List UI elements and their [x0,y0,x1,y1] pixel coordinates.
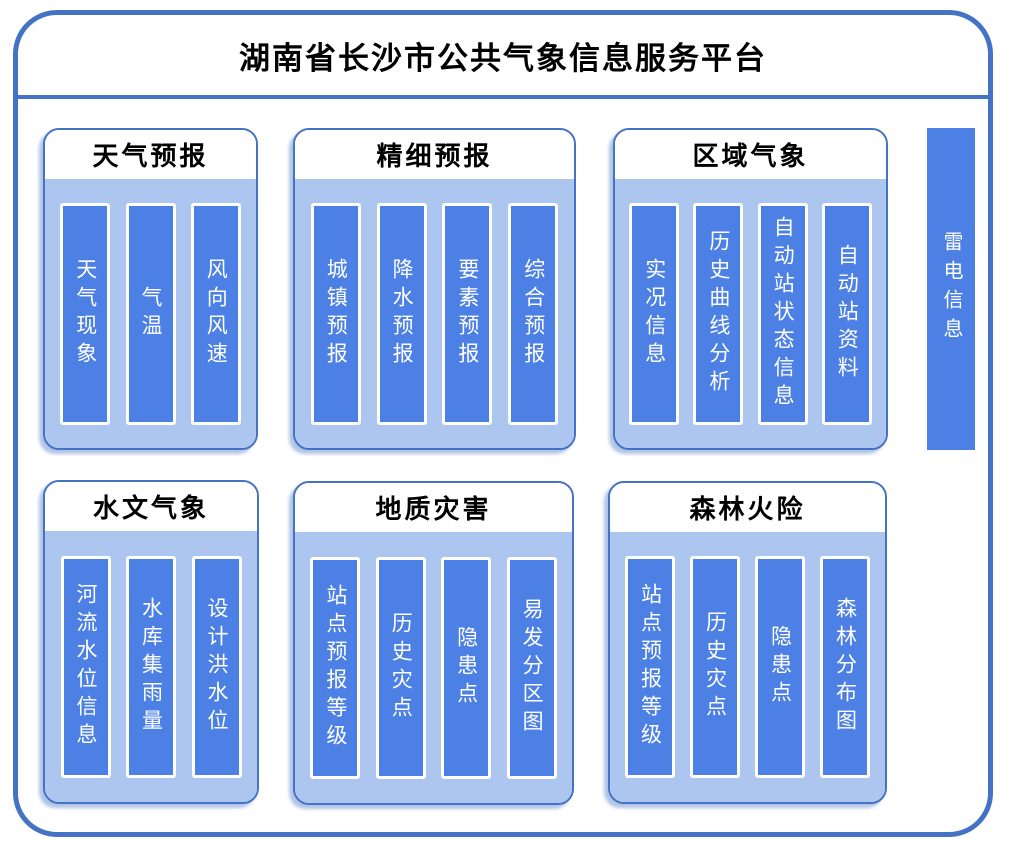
bar-forest-distribution-map-label: 森林分布图 [833,597,857,737]
bar-river-water-level-info-label: 河流水位信息 [74,582,97,751]
bar-live-info-label: 实况信息 [642,257,666,370]
group-regional-weather-title: 区域气象 [615,130,886,179]
group-weather-forecast-title: 天气预报 [45,130,256,179]
group-forest-fire: 森林火险 站点预报等级 历史灾点 隐患点 森林分布图 [608,481,887,804]
group-geo-disaster-title: 地质灾害 [295,483,572,532]
lightning-info-label: 雷电信息 [940,231,962,347]
bar-site-forecast-level-fire: 站点预报等级 [625,556,675,778]
bar-history-curve-analysis: 历史曲线分析 [693,202,744,425]
bar-air-temperature-label: 气温 [139,285,162,342]
bar-wind-direction-speed: 风向风速 [190,202,241,425]
bar-auto-station-data-label: 自动站资料 [835,243,859,384]
bar-design-flood-level: 设计洪水位 [191,555,242,778]
bar-site-forecast-level-label: 站点预报等级 [323,583,347,752]
bar-precipitation-forecast: 降水预报 [376,202,427,425]
bar-weather-phenomena: 天气现象 [60,202,111,425]
group-weather-forecast: 天气预报 天气现象 气温 风向风速 [43,128,258,450]
group-geo-disaster-body: 站点预报等级 历史灾点 隐患点 易发分区图 [295,532,572,803]
bar-live-info: 实况信息 [629,202,680,425]
group-hydro-weather: 水文气象 河流水位信息 水库集雨量 设计洪水位 [43,480,259,804]
bar-reservoir-rainfall: 水库集雨量 [126,555,176,778]
lightning-info-bar: 雷电信息 [927,128,975,450]
bar-hidden-danger-points-fire-label: 隐患点 [768,625,792,709]
title-band: 湖南省长沙市公共气象信息服务平台 [18,15,988,99]
bar-auto-station-status-info: 自动站状态信息 [757,202,808,425]
bar-historical-disaster-points: 历史灾点 [375,556,426,779]
group-regional-weather-body: 实况信息 历史曲线分析 自动站状态信息 自动站资料 [615,179,886,448]
page-title: 湖南省长沙市公共气象信息服务平台 [239,40,767,76]
bar-hidden-danger-points-label: 隐患点 [454,625,478,710]
bar-element-forecast-label: 要素预报 [455,257,479,370]
bar-design-flood-level-label: 设计洪水位 [205,596,228,737]
bar-air-temperature: 气温 [125,202,176,425]
group-regional-weather: 区域气象 实况信息 历史曲线分析 自动站状态信息 自动站资料 [613,128,888,450]
bar-hidden-danger-points-fire: 隐患点 [755,556,805,778]
bar-river-water-level-info: 河流水位信息 [60,555,111,778]
bar-forest-distribution-map: 森林分布图 [820,556,870,778]
bar-town-forecast-label: 城镇预报 [324,257,348,370]
bar-auto-station-data: 自动站资料 [821,202,872,425]
bar-precipitation-forecast-label: 降水预报 [390,257,414,370]
group-fine-forecast-title: 精细预报 [295,130,574,179]
group-fine-forecast-body: 城镇预报 降水预报 要素预报 综合预报 [295,179,574,448]
group-geo-disaster: 地质灾害 站点预报等级 历史灾点 隐患点 易发分区图 [293,481,574,805]
group-hydro-weather-body: 河流水位信息 水库集雨量 设计洪水位 [45,531,257,802]
group-forest-fire-title: 森林火险 [610,483,885,532]
bar-historical-disaster-points-fire: 历史灾点 [690,556,740,778]
bar-comprehensive-forecast-label: 综合预报 [521,257,545,370]
group-forest-fire-body: 站点预报等级 历史灾点 隐患点 森林分布图 [610,532,885,802]
bar-historical-disaster-points-label: 历史灾点 [389,611,413,724]
bar-wind-direction-speed-label: 风向风速 [204,257,228,370]
bar-site-forecast-level-fire-label: 站点预报等级 [638,583,662,751]
bar-historical-disaster-points-fire-label: 历史灾点 [703,611,727,723]
bar-auto-station-status-info-label: 自动站状态信息 [771,215,795,412]
group-fine-forecast: 精细预报 城镇预报 降水预报 要素预报 综合预报 [293,128,576,450]
bar-prone-area-zone-map: 易发分区图 [506,556,557,779]
bar-history-curve-analysis-label: 历史曲线分析 [706,229,730,398]
bar-site-forecast-level: 站点预报等级 [310,556,361,779]
group-weather-forecast-body: 天气现象 气温 风向风速 [45,179,256,448]
bar-element-forecast: 要素预报 [442,202,493,425]
bar-prone-area-zone-map-label: 易发分区图 [520,597,544,738]
bar-comprehensive-forecast: 综合预报 [508,202,559,425]
bar-hidden-danger-points: 隐患点 [441,556,492,779]
bar-reservoir-rainfall-label: 水库集雨量 [139,596,163,737]
bar-weather-phenomena-label: 天气现象 [73,257,97,370]
bar-town-forecast: 城镇预报 [310,202,361,425]
group-hydro-weather-title: 水文气象 [45,482,257,531]
